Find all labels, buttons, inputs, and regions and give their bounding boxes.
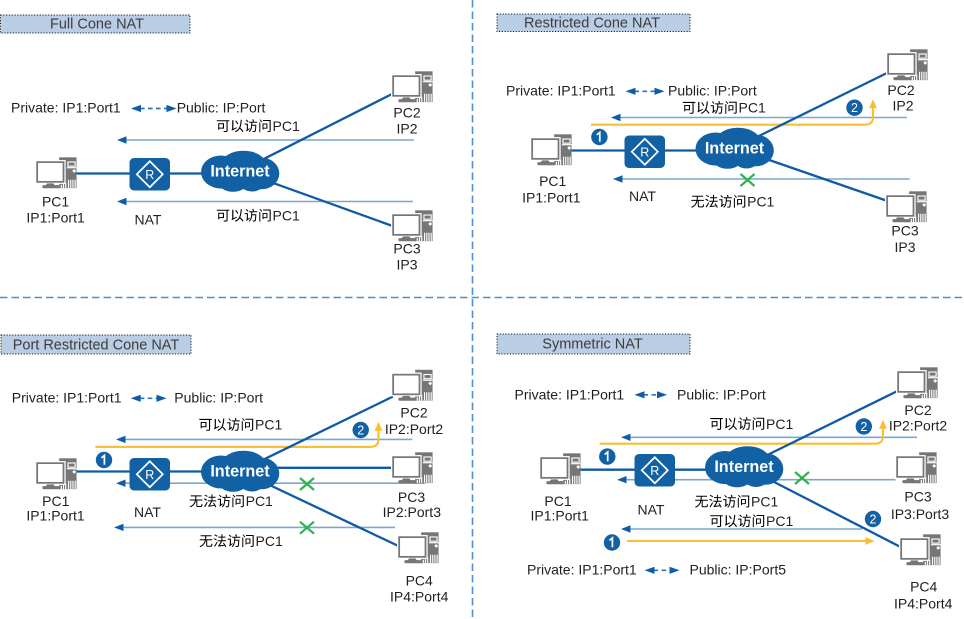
svg-text:IP3: IP3 [894,239,915,255]
svg-text:Public: IP:Port5: Public: IP:Port5 [690,562,787,578]
svg-text:Public: IP:Port: Public: IP:Port [677,386,766,402]
svg-text:Full Cone NAT: Full Cone NAT [50,17,144,33]
svg-text:PC3: PC3 [398,489,425,505]
svg-text:Private: IP1:Port1: Private: IP1:Port1 [11,99,121,115]
svg-text:IP1:Port1: IP1:Port1 [531,507,590,523]
svg-text:IP1:Port1: IP1:Port1 [26,507,85,523]
svg-text:PC3: PC3 [891,223,918,239]
svg-text:2: 2 [357,423,364,437]
svg-text:PC4: PC4 [910,579,937,595]
svg-text:PC2: PC2 [904,402,931,418]
svg-text:IP3: IP3 [396,257,417,273]
svg-text:IP1:Port1: IP1:Port1 [26,209,85,225]
svg-text:NAT: NAT [629,188,656,204]
svg-text:IP2:Port2: IP2:Port2 [385,421,444,437]
svg-text:IP2: IP2 [892,98,913,114]
svg-text:2: 2 [870,512,877,526]
svg-text:IP2: IP2 [396,121,417,137]
svg-text:PC1: PC1 [539,173,566,189]
svg-text:Public: IP:Port: Public: IP:Port [174,390,263,406]
svg-text:PC1: PC1 [42,194,69,210]
svg-text:Private: IP1:Port1: Private: IP1:Port1 [515,386,625,402]
svg-text:NAT: NAT [134,504,161,520]
svg-text:IP2:Port3: IP2:Port3 [383,504,442,520]
svg-text:PC3: PC3 [904,489,931,505]
svg-text:NAT: NAT [135,211,162,227]
svg-text:PC2: PC2 [393,105,420,121]
svg-text:PC1: PC1 [544,493,571,509]
svg-text:PC2: PC2 [887,82,914,98]
svg-text:Public: IP:Port: Public: IP:Port [668,82,757,98]
svg-text:PC2: PC2 [400,405,427,421]
svg-text:IP1:Port1: IP1:Port1 [522,190,581,206]
svg-text:2: 2 [860,420,867,434]
svg-text:Private: IP1:Port1: Private: IP1:Port1 [12,390,122,406]
svg-text:2: 2 [851,101,858,115]
svg-text:PC1: PC1 [42,493,69,509]
svg-text:IP2:Port2: IP2:Port2 [889,418,948,434]
svg-text:Private: IP1:Port1: Private: IP1:Port1 [506,82,616,98]
svg-text:Symmetric NAT: Symmetric NAT [542,337,643,353]
svg-text:NAT: NAT [638,502,665,518]
svg-text:IP4:Port4: IP4:Port4 [390,589,449,605]
svg-text:Private: IP1:Port1: Private: IP1:Port1 [527,562,637,578]
svg-text:PC4: PC4 [406,573,433,589]
svg-text:Restricted Cone NAT: Restricted Cone NAT [524,16,660,32]
svg-text:IP4:Port4: IP4:Port4 [894,596,953,612]
svg-text:Public: IP:Port: Public: IP:Port [177,99,266,115]
svg-text:PC3: PC3 [393,241,420,257]
svg-text:Port Restricted Cone NAT: Port Restricted Cone NAT [13,338,180,354]
svg-text:IP3:Port3: IP3:Port3 [891,506,950,522]
